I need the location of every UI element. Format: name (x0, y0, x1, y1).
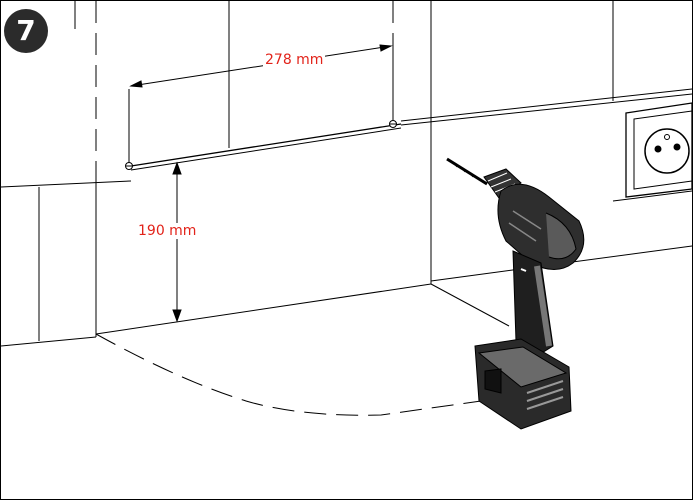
step-number: 7 (16, 14, 36, 47)
vertical-dimension (172, 161, 182, 323)
horizontal-dimension (128, 44, 394, 169)
screw-icon (125, 120, 397, 170)
upper-tiles (1, 1, 692, 188)
horizontal-dimension-label: 278 mm (263, 52, 326, 68)
cordless-drill-icon (446, 157, 585, 430)
vertical-dimension-label: 190 mm (136, 223, 199, 239)
electrical-socket-icon (625, 102, 692, 198)
lower-tiles (1, 121, 692, 347)
step-number-badge: 7 (4, 9, 48, 53)
marking-line (130, 123, 402, 171)
